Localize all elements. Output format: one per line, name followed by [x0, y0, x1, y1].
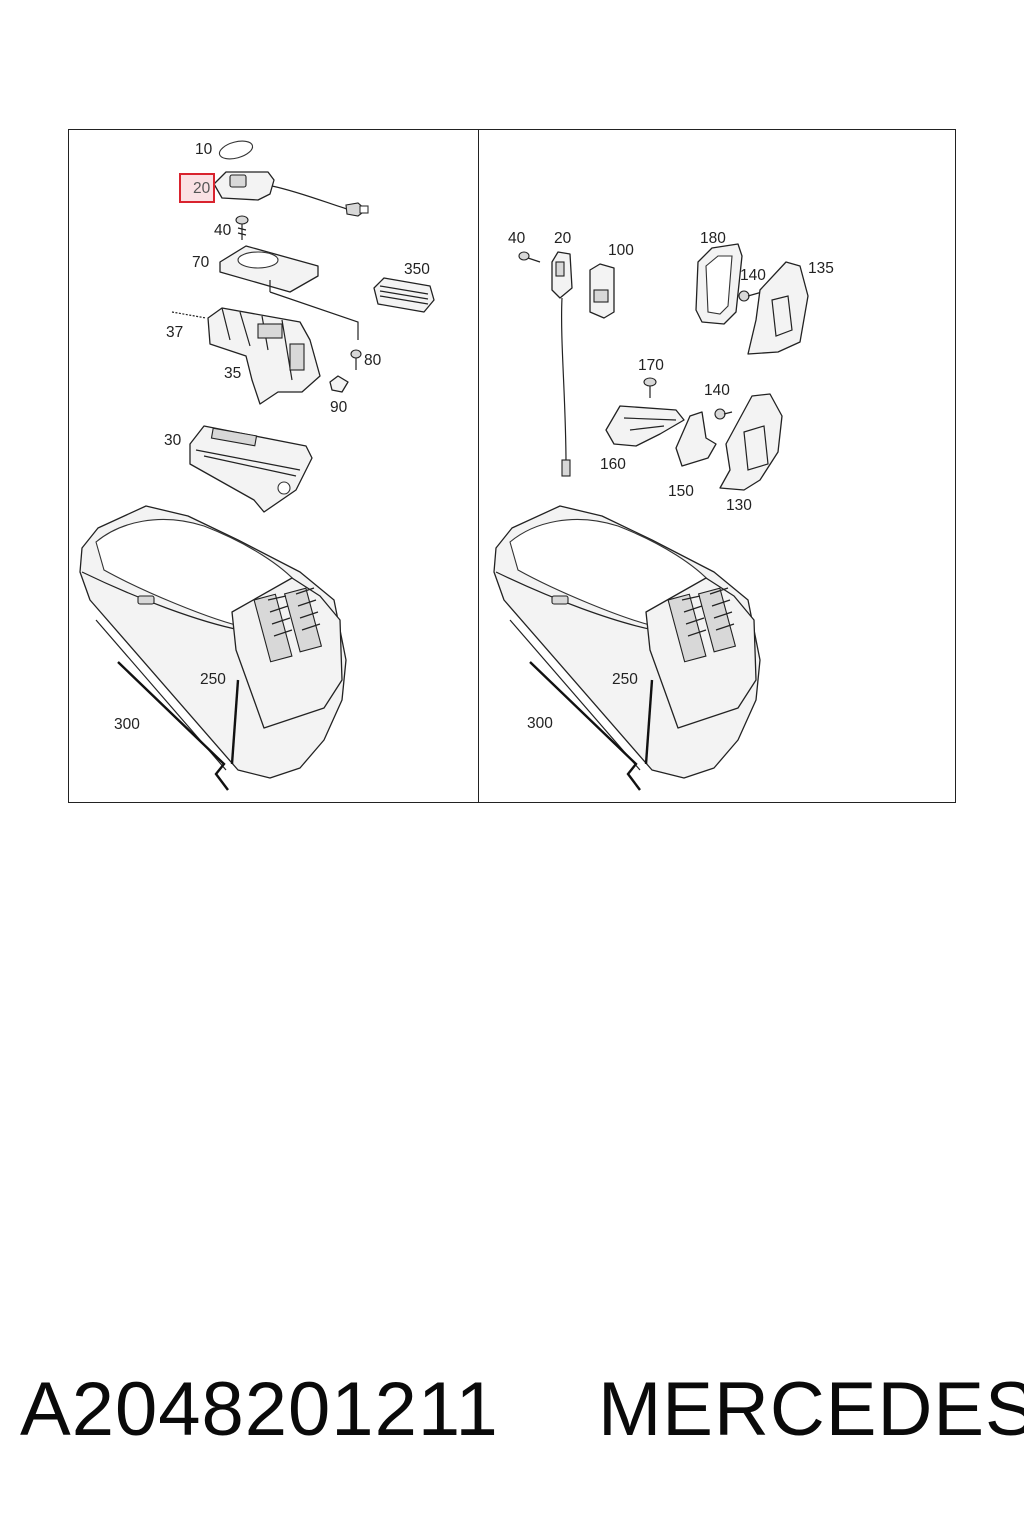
label-r250: 250	[612, 671, 638, 688]
part-80-screw	[350, 349, 362, 370]
part-20-module	[213, 171, 369, 217]
label-r130: 130	[726, 497, 752, 514]
label-10: 10	[195, 141, 213, 158]
label-r140a: 140	[740, 267, 766, 284]
label-80: 80	[364, 352, 382, 369]
part-30-tray	[189, 425, 313, 513]
part-35-bracket	[207, 307, 321, 405]
part-140b-pin	[714, 408, 733, 420]
label-r140b: 140	[704, 382, 730, 399]
part-135-housing	[747, 261, 809, 355]
label-20-highlighted[interactable]: 20	[179, 173, 216, 203]
diagram-frame	[68, 129, 956, 803]
part-r40-screw	[518, 251, 541, 263]
label-40: 40	[214, 222, 232, 239]
part-160-cover	[605, 405, 685, 447]
label-30: 30	[164, 432, 182, 449]
part-150-bracket	[675, 411, 717, 467]
label-r300: 300	[527, 715, 553, 732]
part-10-cover	[218, 140, 254, 160]
label-250: 250	[200, 671, 226, 688]
label-r40: 40	[508, 230, 526, 247]
panel-divider	[478, 129, 479, 803]
label-300: 300	[114, 716, 140, 733]
part-130-housing	[719, 393, 783, 491]
parts-illustration	[79, 140, 809, 791]
part-37-pin	[171, 311, 207, 319]
label-90: 90	[330, 399, 348, 416]
label-r180: 180	[700, 230, 726, 247]
label-r20: 20	[554, 230, 572, 247]
label-37: 37	[166, 324, 184, 341]
part-r20-module	[551, 251, 573, 477]
part-180-frame	[695, 243, 743, 325]
caption: A2048201211 MERCEDES	[20, 1367, 1024, 1462]
label-r150: 150	[668, 483, 694, 500]
label-r160: 160	[600, 456, 626, 473]
right-exploded-parts	[518, 243, 809, 491]
part-70-plate	[219, 245, 359, 340]
label-r135: 135	[808, 260, 834, 277]
part-90-clip	[329, 375, 349, 393]
part-100-insert	[589, 263, 615, 319]
part-170-screw	[643, 377, 657, 398]
left-exploded-parts	[171, 140, 435, 513]
label-35: 35	[224, 365, 242, 382]
label-r170: 170	[638, 357, 664, 374]
right-console	[493, 505, 761, 791]
label-r100: 100	[608, 242, 634, 259]
part-40-screw	[235, 215, 249, 240]
part-number: A2048201211	[20, 1367, 499, 1452]
label-350: 350	[404, 261, 430, 278]
label-70: 70	[192, 254, 210, 271]
brand-name: MERCEDES	[598, 1367, 1024, 1452]
left-console	[79, 505, 347, 791]
part-350-insert	[373, 277, 435, 313]
